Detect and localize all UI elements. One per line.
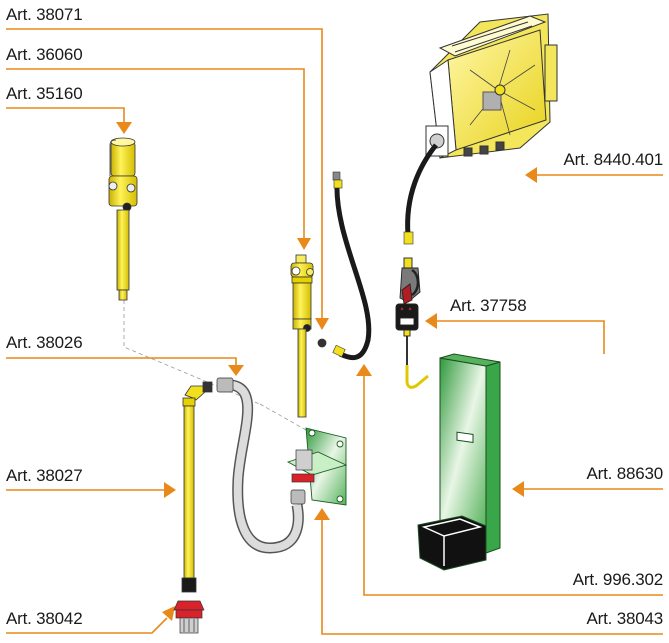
arrowhead-38071	[315, 318, 329, 330]
leader-art-38071	[6, 28, 323, 318]
arrowhead-38027	[164, 482, 176, 498]
leader-art-38026	[6, 357, 237, 367]
label-art-38043: Art. 38043	[586, 609, 664, 628]
arrowhead-38026	[228, 365, 244, 376]
label-art-36060: Art. 36060	[6, 45, 83, 64]
dispensing-gun	[395, 257, 429, 389]
arrowhead-38043	[314, 508, 330, 520]
leader-art-35160	[6, 107, 125, 123]
leader-lines	[6, 28, 663, 635]
label-art-8440401: Art. 8440.401	[563, 150, 664, 169]
label-art-38042: Art. 38042	[6, 609, 83, 628]
arrowhead-38042	[162, 606, 175, 621]
arrowhead-35160	[116, 122, 132, 134]
bung-adapter	[173, 600, 205, 634]
label-art-38071: Art. 38071	[6, 5, 83, 24]
hose-reel	[425, 13, 558, 159]
label-art-38027: Art. 38027	[6, 466, 83, 485]
leader-art-38043	[321, 520, 663, 635]
arrowhead-8440401	[525, 167, 537, 183]
drum-pump	[108, 137, 138, 301]
arrowhead-37758	[425, 313, 437, 329]
suction-hose	[216, 377, 306, 554]
assembly-dashed-lines	[123, 300, 307, 431]
connection-hose	[332, 171, 372, 360]
arrowhead-36060	[297, 238, 311, 250]
leader-art-36060	[6, 68, 305, 240]
reel-hose	[403, 143, 438, 245]
wall-bracket	[286, 427, 348, 506]
leader-art-38042	[6, 617, 168, 634]
drip-tray-holder	[417, 353, 501, 571]
label-art-88630: Art. 88630	[586, 464, 664, 483]
wall-pump	[290, 254, 327, 418]
label-art-38026: Art. 38026	[6, 333, 83, 352]
arrowhead-996302	[356, 364, 372, 376]
label-art-37758: Art. 37758	[450, 296, 527, 315]
arrowhead-88630	[512, 481, 524, 497]
leader-arrowheads	[116, 122, 537, 621]
suction-tube	[181, 381, 213, 593]
leader-art-37758	[437, 320, 605, 354]
label-art-35160: Art. 35160	[6, 84, 83, 103]
label-art-996302: Art. 996.302	[572, 570, 663, 589]
leader-art-996302	[363, 376, 663, 596]
